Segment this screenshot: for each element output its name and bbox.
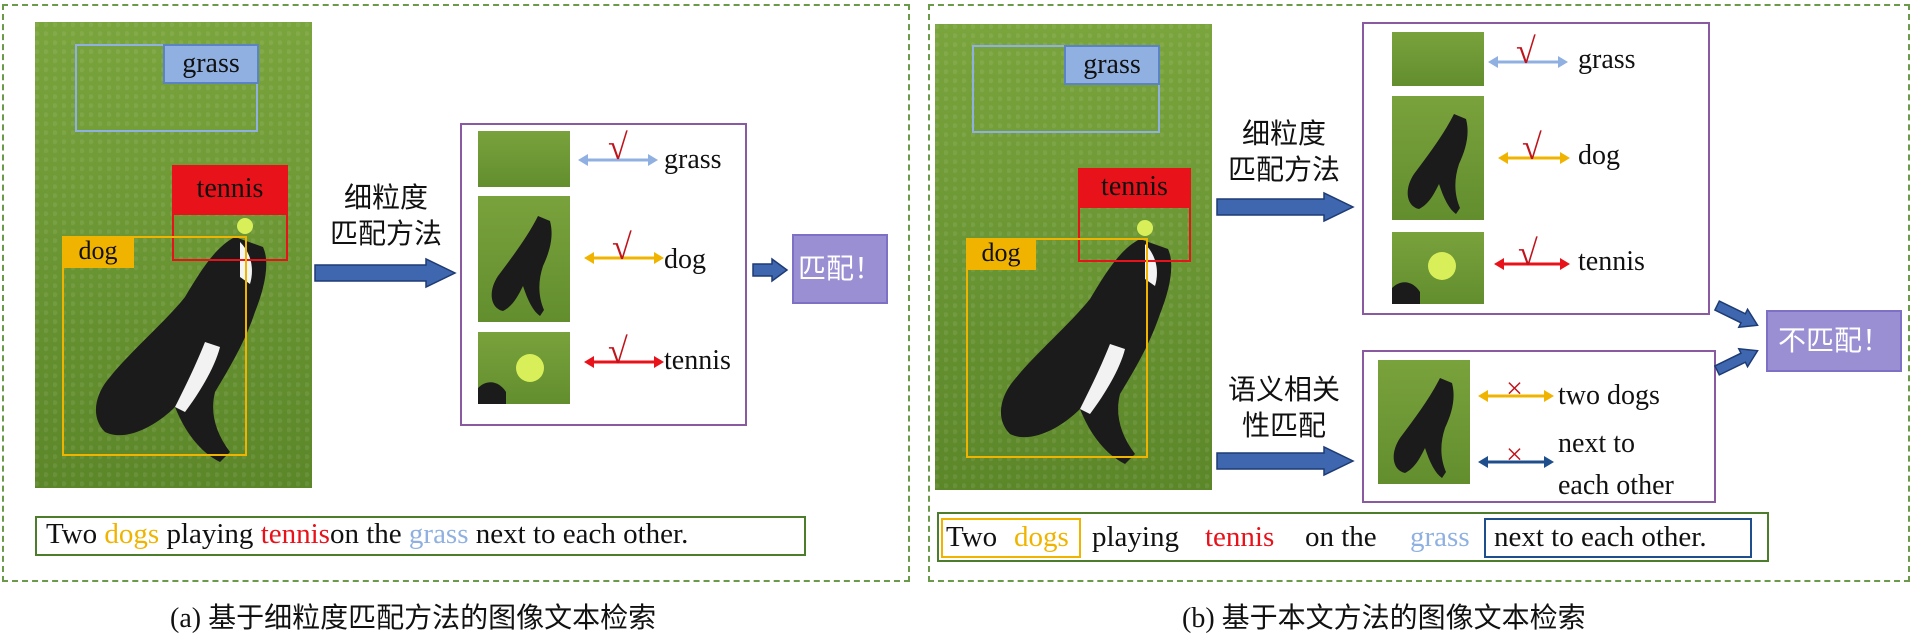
dog-photo-a	[35, 22, 312, 488]
caption-b-dogs-box	[941, 518, 1081, 558]
match-word-dog-a: dog	[664, 244, 706, 275]
check-icon: √	[1516, 31, 1536, 71]
thumb-tennis-b	[1392, 232, 1484, 304]
cross-icon: ×	[1506, 438, 1523, 471]
caption-a-dogs: dogs	[104, 518, 160, 550]
caption-a-word-6: next to each other.	[468, 518, 689, 550]
thumb-dog-a	[478, 196, 570, 322]
match-arrow-tennis-a	[584, 356, 664, 368]
tennis-tag-b: tennis	[1078, 168, 1191, 208]
match-word-grass-b: grass	[1578, 44, 1636, 75]
caption-a: Two dogs playing tennison the grass next…	[46, 518, 688, 551]
dog-silhouette-b	[1000, 220, 1172, 464]
arrow-down-right-icon	[1713, 300, 1759, 329]
thumb-tennis-a	[478, 332, 570, 404]
caption-b-word-2: playing	[1092, 521, 1179, 553]
caption-box-a	[35, 516, 806, 556]
match-word-tennis-b: tennis	[1578, 246, 1645, 277]
match-word-grass-a: grass	[664, 144, 722, 175]
match-word-tennis-a: tennis	[664, 345, 731, 376]
caption-a-tennis: tennis	[260, 518, 330, 550]
match-result-a: 匹配！	[792, 234, 888, 304]
check-icon: √	[1518, 233, 1538, 273]
dog-photo-b	[935, 24, 1212, 490]
mismatch-arrow-dogs-b	[1478, 390, 1554, 402]
caption-a-grass: grass	[408, 518, 469, 550]
mismatch-word-next-to: next to	[1558, 428, 1635, 459]
caption-b-word-0: Two	[946, 521, 998, 553]
match-arrow-dog-a	[584, 252, 664, 264]
match-arrow-tennis-b	[1494, 258, 1570, 270]
grass-tag-b: grass	[1064, 45, 1160, 85]
grass-tag-a: grass	[163, 44, 259, 84]
caption-b-phrase: next to each other.	[1494, 521, 1707, 553]
method-label-a: 细粒度 匹配方法	[329, 181, 442, 250]
dog-silhouette-a	[95, 218, 267, 462]
arrow-right-icon	[1216, 191, 1355, 223]
arrow-right-icon	[314, 257, 457, 289]
arrow-right-icon	[1216, 445, 1355, 477]
match-arrow-grass-b	[1488, 56, 1568, 68]
semantic-label-b: 语义相关 性匹配	[1227, 373, 1340, 442]
panel-b	[928, 4, 1910, 582]
match-result-b: 不匹配！	[1766, 310, 1902, 372]
thumb-grass-a	[478, 131, 570, 187]
match-arrow-dog-b	[1498, 152, 1570, 164]
check-icon: √	[612, 227, 632, 267]
caption-b-dogs: dogs	[1014, 521, 1069, 553]
cross-icon: ×	[1506, 372, 1523, 405]
mismatch-word-two-dogs: two dogs	[1558, 380, 1660, 411]
caption-b-tennis: tennis	[1205, 521, 1275, 553]
dog-box-b	[966, 238, 1148, 458]
caption-a-word-0: Two	[46, 518, 105, 550]
caption-a-word-2: playing	[159, 518, 261, 550]
check-icon: √	[608, 127, 628, 167]
check-icon: √	[608, 331, 628, 371]
dog-tag-a: dog	[62, 236, 134, 268]
dog-box-a	[62, 236, 247, 456]
check-icon: √	[1522, 127, 1542, 167]
subcaption-b: (b) 基于本文方法的图像文本检索	[1182, 601, 1586, 634]
caption-box-b	[937, 512, 1769, 562]
caption-b-word-4: on the	[1305, 521, 1377, 553]
match-arrow-grass-a	[578, 154, 658, 166]
match-word-dog-b: dog	[1578, 140, 1620, 171]
thumb-dog-mismatch-b	[1378, 360, 1470, 484]
panel-a	[2, 4, 910, 582]
mismatch-word-each-other: each other	[1558, 470, 1674, 501]
dog-tag-b: dog	[966, 238, 1036, 270]
thumb-dog-b	[1392, 96, 1484, 220]
mismatch-arrow-phrase-b	[1478, 456, 1554, 468]
method-label-b: 细粒度 匹配方法	[1227, 117, 1340, 186]
caption-a-word-4: on the	[329, 518, 409, 550]
arrow-right-icon	[752, 257, 789, 283]
caption-b-grass: grass	[1410, 521, 1470, 553]
thumb-grass-b	[1392, 32, 1484, 86]
caption-b-phrase-box	[1484, 518, 1752, 558]
arrow-up-right-icon	[1713, 347, 1759, 376]
tennis-tag-a: tennis	[172, 165, 288, 215]
subcaption-a: (a) 基于细粒度匹配方法的图像文本检索	[170, 601, 657, 634]
